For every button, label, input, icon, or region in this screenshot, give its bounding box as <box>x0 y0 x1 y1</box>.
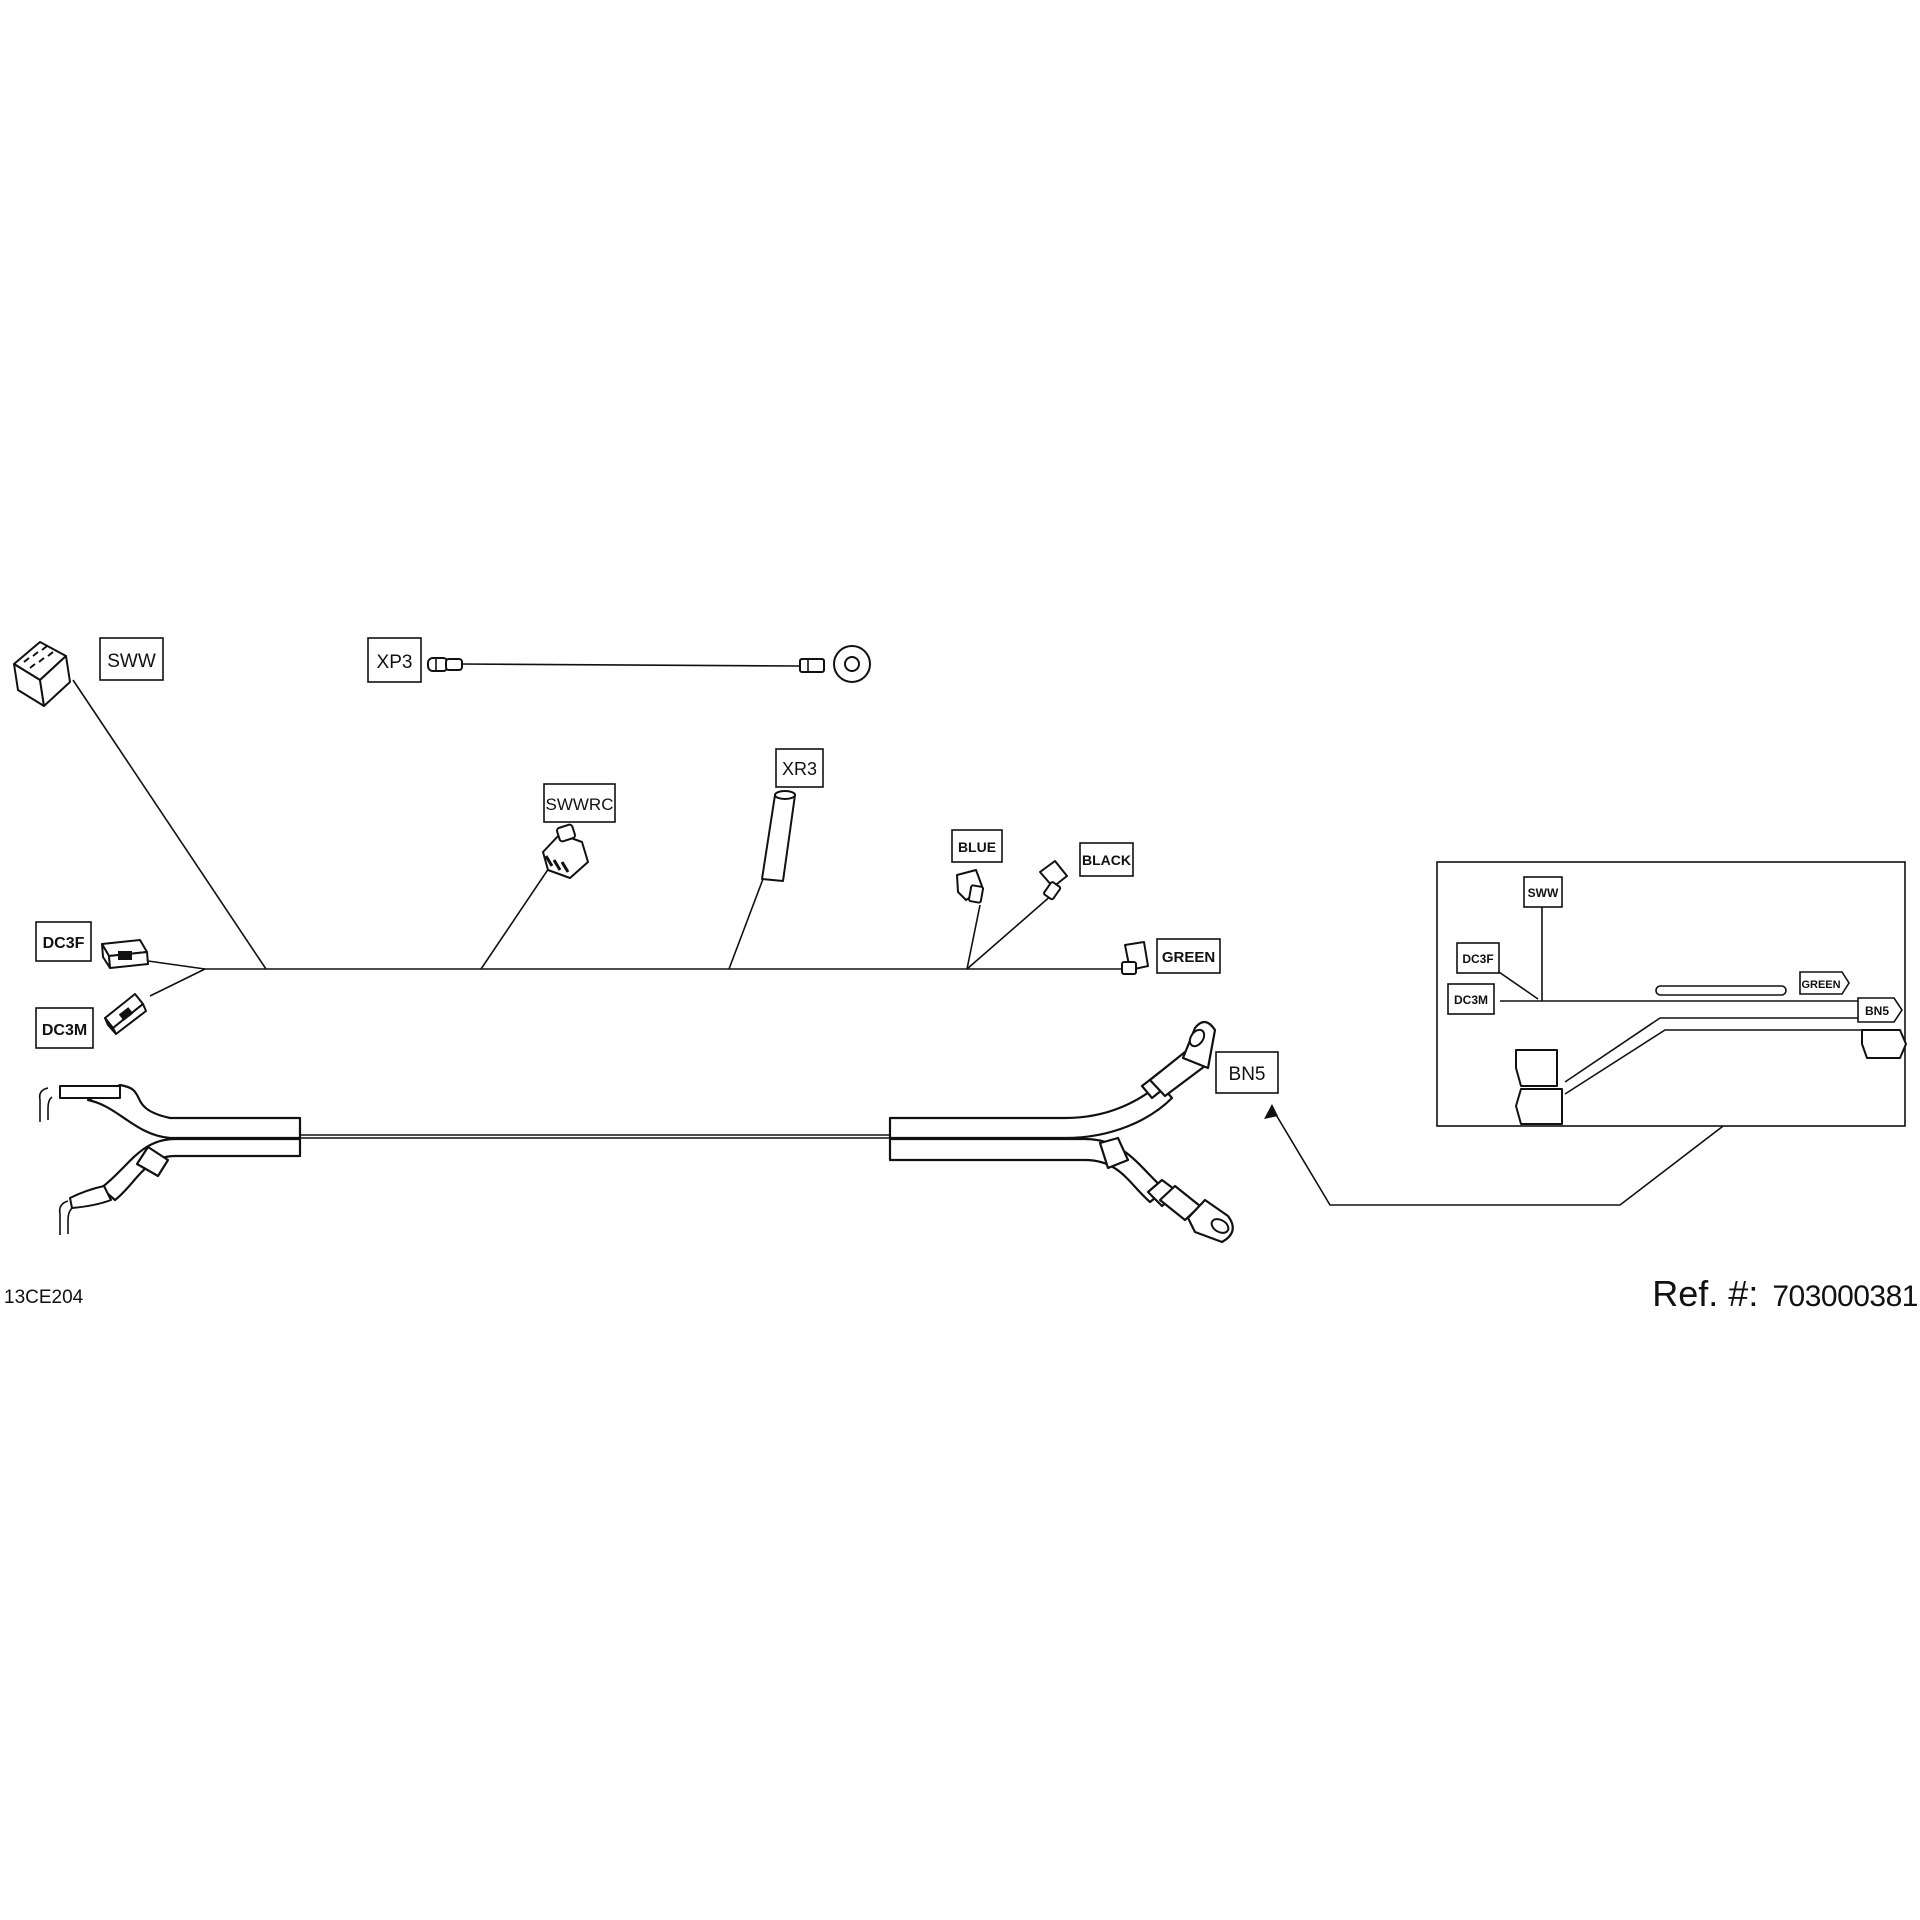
label-blue: BLUE <box>951 829 1003 863</box>
label-swwrc-text: SWWRC <box>546 795 614 814</box>
sww-connector <box>13 641 71 707</box>
label-xp3-text: XP3 <box>377 652 413 673</box>
label-black-text: BLACK <box>1082 852 1131 868</box>
inset-schematic: SWW DC3F DC3M GREEN BN5 <box>1436 861 1907 1127</box>
dc3m-connector <box>104 993 147 1035</box>
label-bn5-text: BN5 <box>1229 1064 1266 1085</box>
reference-label: Ref. #: <box>1652 1273 1759 1314</box>
harness-wires <box>72 663 1856 1206</box>
label-black: BLACK <box>1079 842 1134 877</box>
label-bn5: BN5 <box>1215 1051 1279 1094</box>
drawing-code: 13CE204 <box>4 1287 84 1308</box>
bn5-battery-cable <box>38 1020 1234 1244</box>
label-sww: SWW <box>99 637 164 681</box>
inset-label-green: GREEN <box>1799 971 1850 995</box>
label-sww-text: SWW <box>107 651 156 672</box>
black-terminal <box>1039 860 1068 901</box>
inset-label-dc3f: DC3F <box>1456 942 1500 974</box>
green-terminal <box>1121 941 1149 975</box>
inset-label-green-text: GREEN <box>1801 979 1840 991</box>
xp3-pin-terminal <box>427 657 463 672</box>
blue-terminal <box>956 869 984 904</box>
label-dc3m: DC3M <box>35 1007 94 1049</box>
inset-label-dc3m: DC3M <box>1447 983 1495 1015</box>
inset-label-dc3f-text: DC3F <box>1462 952 1493 966</box>
reference-value: 703000381 <box>1772 1280 1918 1313</box>
label-xr3: XR3 <box>775 748 824 788</box>
label-swwrc: SWWRC <box>543 783 616 823</box>
label-dc3m-text: DC3M <box>42 1022 87 1039</box>
label-xp3: XP3 <box>367 637 422 683</box>
inset-label-dc3m-text: DC3M <box>1454 993 1488 1007</box>
label-green-text: GREEN <box>1162 949 1215 966</box>
label-green: GREEN <box>1156 938 1221 974</box>
label-xr3-text: XR3 <box>782 759 817 779</box>
xp3-ring-terminal <box>799 645 871 683</box>
inset-label-bn5-text: BN5 <box>1865 1004 1889 1018</box>
inset-label-bn5: BN5 <box>1857 997 1903 1023</box>
label-blue-text: BLUE <box>958 839 996 855</box>
inset-label-sww-text: SWW <box>1528 886 1559 900</box>
label-dc3f: DC3F <box>35 921 92 962</box>
xr3-sleeve-connector <box>761 790 796 882</box>
inset-label-sww: SWW <box>1523 876 1563 908</box>
dc3f-connector <box>101 939 149 969</box>
swwrc-connector <box>542 823 589 879</box>
reference-number: Ref. #: 703000381 <box>1652 1273 1918 1315</box>
label-dc3f-text: DC3F <box>43 935 85 952</box>
